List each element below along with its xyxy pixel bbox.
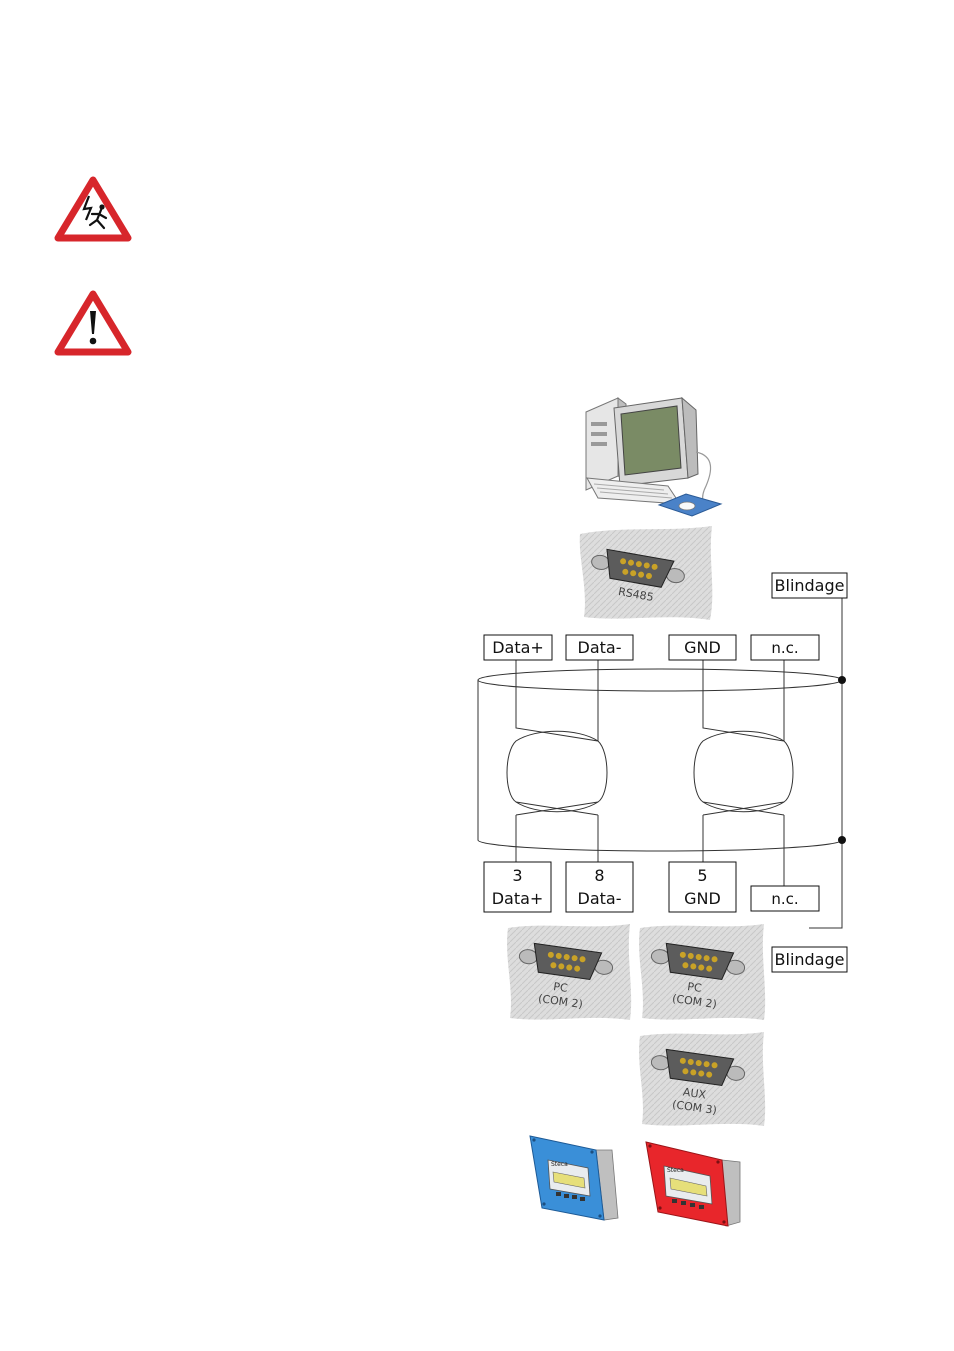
- label-box-nc-top: n.c.: [750, 634, 820, 661]
- label-box-nc-bottom: n.c.: [750, 885, 820, 912]
- blue-charge-controller: Steca: [529, 1135, 619, 1221]
- label-box-pin3: 3 Data+: [483, 861, 552, 913]
- aux-label: AUX: [682, 1085, 707, 1101]
- label-box-data-minus-top: Data-: [565, 634, 634, 661]
- label-box-pin8: 8 Data-: [565, 861, 634, 913]
- rs485-label: RS485: [617, 585, 654, 604]
- gnd-top-text: GND: [684, 638, 721, 657]
- com3-label: (COM 3): [671, 1098, 717, 1117]
- blue-controller-brand: Steca: [551, 1161, 568, 1168]
- cable-wiring: [477, 597, 843, 929]
- pin8-number: 8: [594, 866, 604, 885]
- computer-illustration: [585, 396, 723, 517]
- com2-label: (COM 2): [537, 992, 583, 1011]
- pin8-name: Data-: [578, 889, 622, 908]
- label-box-pin5: 5 GND: [668, 861, 737, 913]
- nc-bottom-text: n.c.: [771, 890, 798, 908]
- nc-top-text: n.c.: [771, 639, 798, 657]
- shield-junction-bottom: [838, 836, 846, 844]
- aux-com3-connector-panel: AUX (COM 3): [639, 1032, 766, 1126]
- pin3-name: Data+: [492, 889, 544, 908]
- pin3-number: 3: [512, 866, 522, 885]
- pin5-name: GND: [684, 889, 721, 908]
- pc-com2-connector-panel-right: PC (COM 2): [639, 924, 766, 1020]
- data-minus-top-text: Data-: [578, 638, 622, 657]
- label-box-blindage-top: Blindage: [771, 572, 848, 599]
- electric-hazard-icon: [54, 176, 132, 242]
- com2-label: (COM 2): [671, 992, 717, 1011]
- pc-label: PC: [686, 980, 702, 995]
- red-charge-controller: Steca: [645, 1141, 741, 1227]
- general-warning-icon: [54, 290, 132, 356]
- data-plus-top-text: Data+: [492, 638, 544, 657]
- label-box-gnd-top: GND: [668, 634, 737, 661]
- blindage-bottom-text: Blindage: [775, 950, 845, 969]
- rs485-connector-panel: RS485: [579, 526, 713, 620]
- pc-label: PC: [552, 980, 568, 995]
- red-controller-brand: Steca: [667, 1167, 684, 1174]
- label-box-blindage-bottom: Blindage: [771, 946, 848, 973]
- pin5-number: 5: [697, 866, 707, 885]
- pc-com2-connector-panel-left: PC (COM 2): [507, 924, 632, 1020]
- label-box-data-plus-top: Data+: [483, 634, 553, 661]
- blindage-top-text: Blindage: [775, 576, 845, 595]
- shield-junction-top: [838, 676, 846, 684]
